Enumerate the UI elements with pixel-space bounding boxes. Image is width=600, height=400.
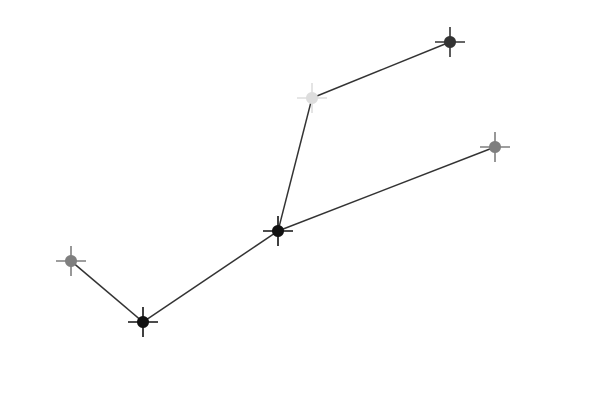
node-n4 [297, 83, 327, 113]
edge-n1-n2 [70, 260, 144, 323]
edge-n3-n4 [277, 97, 313, 232]
node-marker-n2 [137, 316, 149, 328]
nodes-layer [56, 27, 510, 337]
node-n5 [435, 27, 465, 57]
edge-n3-n6 [277, 146, 496, 232]
node-marker-n6 [489, 141, 501, 153]
node-n6 [480, 132, 510, 162]
node-n3 [263, 216, 293, 246]
node-marker-n5 [444, 36, 456, 48]
edge-n2-n3 [142, 230, 279, 323]
node-n1 [56, 246, 86, 276]
node-marker-n3 [272, 225, 284, 237]
edges-layer [70, 41, 496, 323]
edge-n4-n5 [311, 41, 451, 99]
node-n2 [128, 307, 158, 337]
node-marker-n1 [65, 255, 77, 267]
node-marker-n4 [306, 92, 318, 104]
